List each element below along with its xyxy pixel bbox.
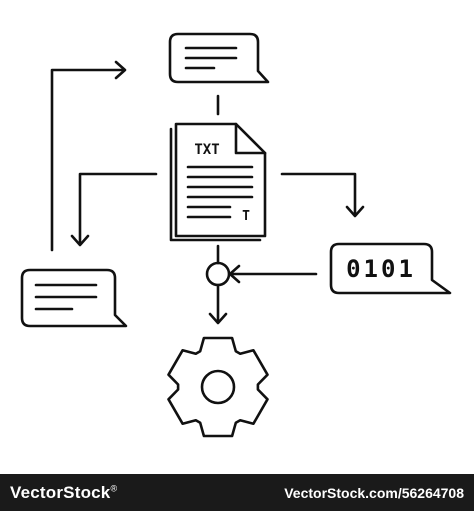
binary-chat-bubble-icon: 0101 — [329, 242, 452, 295]
junction-node — [205, 261, 231, 287]
top-chat-bubble-icon — [168, 32, 270, 84]
document-type-label: TXT — [194, 142, 219, 158]
binary-text: 0101 — [346, 255, 416, 283]
document-to-binary-arrow — [280, 172, 365, 218]
conversion-flow-diagram: 0101 TXT T — [20, 32, 452, 438]
document-text-mark: T — [242, 209, 250, 224]
binary-to-junction-arrow — [228, 264, 318, 284]
brand-logo: VectorStock® — [10, 482, 118, 502]
left-to-top-arrow — [50, 60, 127, 252]
txt-document-icon: TXT T — [169, 122, 267, 242]
gear-icon — [167, 336, 269, 438]
document-to-gear-arrow — [205, 244, 231, 325]
image-id-label: VectorStock.com/56264708 — [284, 484, 464, 501]
left-chat-bubble-icon — [20, 268, 128, 328]
document-to-left-arrow — [70, 172, 158, 247]
footer-bar: VectorStock® VectorStock.com/56264708 — [0, 474, 474, 511]
